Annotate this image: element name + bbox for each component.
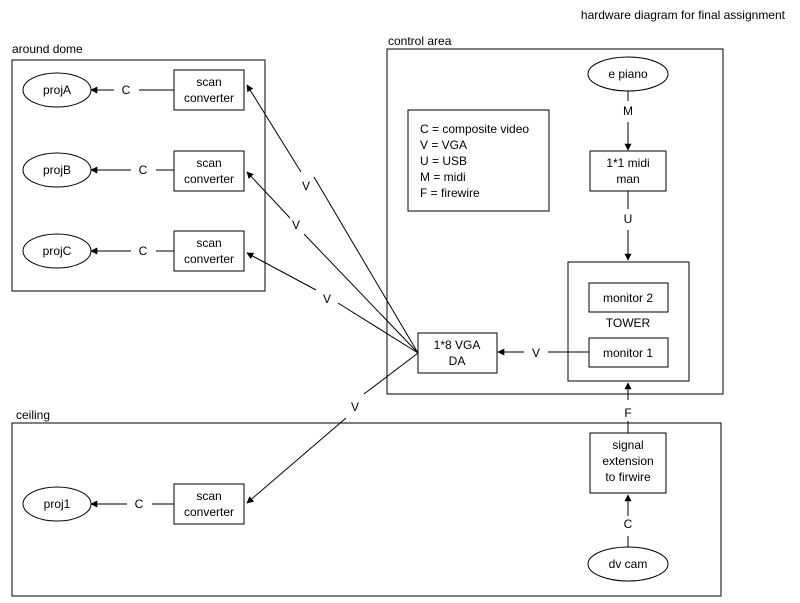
node-scan-converter-c: scan converter [173,230,245,272]
edge-u: U [624,191,633,261]
edge-c-a: C [90,83,174,97]
node-tower: monitor 2 TOWER monitor 1 [567,261,690,382]
edge-m: M [623,91,633,151]
vga-da-line2: DA [449,354,466,368]
node-signal-extension: signal extension to firwire [589,432,667,494]
legend-box: C = composite video V = VGA U = USB M = … [407,109,550,212]
scan-converter-c-line1: scan [196,236,221,250]
node-e-piano: e piano [587,56,669,92]
midi-man-line2: man [616,172,639,186]
edge-label-c: C [139,244,148,258]
region-label-control: control area [388,34,452,48]
scan-converter-1-line1: scan [196,489,221,503]
region-control [386,48,724,395]
node-scan-converter-1: scan converter [173,483,245,525]
scan-converter-b-line1: scan [196,156,221,170]
tower-label: TOWER [606,316,651,330]
edge-label-m: M [623,104,633,118]
edge-label-v: V [292,218,300,232]
vga-da-line1: 1*8 VGA [434,338,481,352]
edge-c-1: C [90,497,174,511]
legend-item: F = firewire [420,186,480,200]
monitor-2-label: monitor 2 [603,291,653,305]
node-projA: projA [22,72,92,108]
node-scan-converter-b: scan converter [173,150,245,192]
scan-converter-a-line2: converter [184,91,234,105]
edge-label-v: V [302,179,310,193]
node-dv-cam: dv cam [587,546,669,582]
edge-c-b: C [90,163,174,177]
node-vga-da: 1*8 VGA DA [417,332,498,374]
node-scan-converter-a: scan converter [173,69,245,111]
edge-v-da-to-a: V [246,84,419,354]
edge-label-v: V [351,400,359,414]
region-label-dome: around dome [12,42,83,56]
edge-c-dvcam: C [624,494,633,547]
midi-man-line1: 1*1 midi [606,156,649,170]
projC-label: projC [43,244,72,258]
edge-label-c: C [139,163,148,177]
edge-label-c: C [122,83,131,97]
region-ceiling [11,422,722,597]
projA-label: projA [43,83,71,97]
signal-extension-line2: extension [602,454,653,468]
edge-v-da-to-c: V [246,252,419,354]
scan-converter-a-line1: scan [196,75,221,89]
projB-label: projB [43,163,71,177]
node-projB: projB [22,152,92,188]
legend-item: U = USB [420,154,467,168]
edge-f: F [624,382,632,433]
monitor-1-label: monitor 1 [603,346,653,360]
proj1-label: proj1 [44,497,71,511]
edge-v-da-to-1: V [246,352,419,504]
edge-label-c: C [624,517,633,531]
node-projC: projC [22,233,92,269]
edge-label-c: C [135,497,144,511]
legend-item: C = composite video [420,122,529,136]
dv-cam-label: dv cam [609,557,648,571]
edge-c-c: C [90,244,174,258]
edge-label-f: F [624,406,631,420]
signal-extension-line1: signal [612,438,643,452]
scan-converter-c-line2: converter [184,252,234,266]
legend-item: V = VGA [420,138,467,152]
edge-v-monitor-to-da: V [497,346,589,360]
diagram-title: hardware diagram for final assignment [581,8,786,22]
e-piano-label: e piano [608,67,648,81]
node-midi-man: 1*1 midi man [589,150,667,192]
edge-label-v: V [532,346,540,360]
legend-item: M = midi [420,170,466,184]
region-dome [11,59,266,292]
node-proj1: proj1 [22,486,92,522]
edge-label-v: V [323,292,331,306]
edge-label-u: U [624,212,633,226]
scan-converter-b-line2: converter [184,172,234,186]
signal-extension-line3: to firwire [605,470,651,484]
edge-v-da-to-b: V [246,171,419,354]
region-label-ceiling: ceiling [16,408,50,422]
node-monitor-2 [588,282,669,313]
scan-converter-1-line2: converter [184,505,234,519]
